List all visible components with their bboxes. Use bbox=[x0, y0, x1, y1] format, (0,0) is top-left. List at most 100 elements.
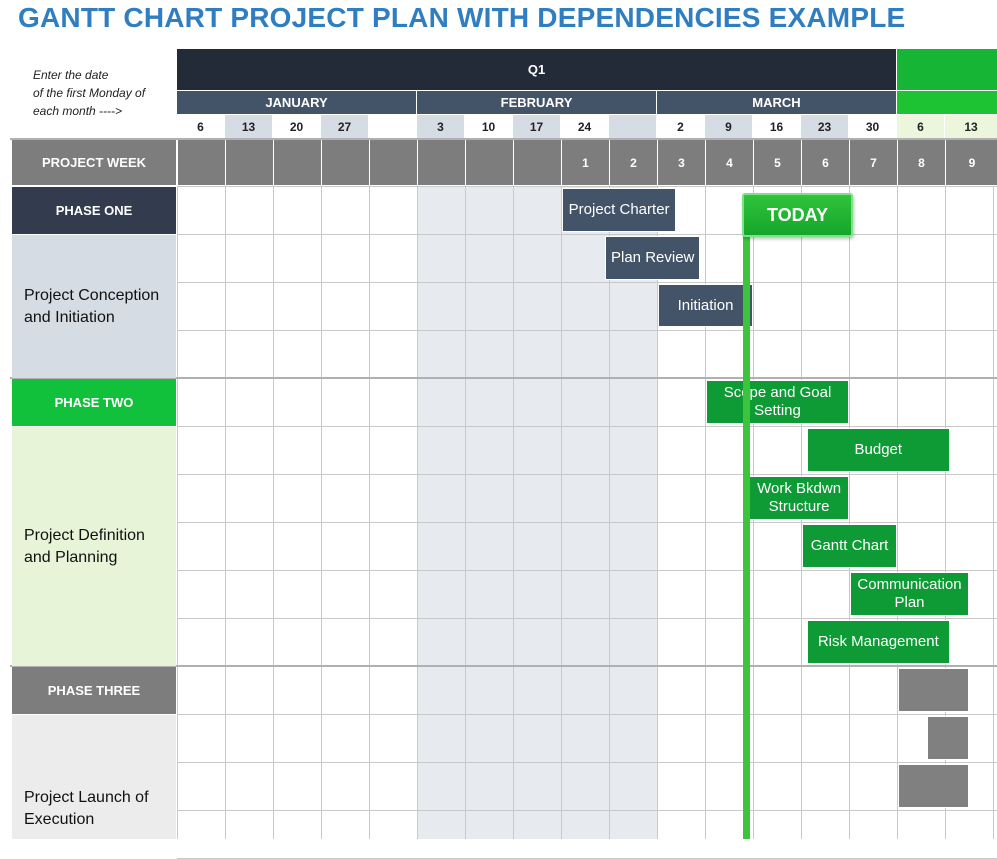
project-week-cell: 6 bbox=[802, 140, 849, 185]
month-header: FEBRUARY bbox=[417, 91, 656, 114]
grid-vline bbox=[657, 186, 658, 839]
project-week-cell: 2 bbox=[610, 140, 657, 185]
date-cell bbox=[369, 115, 416, 138]
phase-description-line: Execution bbox=[24, 811, 95, 828]
date-cell bbox=[609, 115, 656, 138]
date-cell: 27 bbox=[321, 115, 368, 138]
grid-hline bbox=[177, 330, 997, 331]
task-bar[interactable]: Project Charter bbox=[562, 188, 677, 232]
project-week-cell bbox=[322, 140, 369, 185]
phase-description-line: and Initiation bbox=[24, 308, 115, 326]
task-bar[interactable]: Work Bkdwn Structure bbox=[749, 476, 849, 520]
grid-hline bbox=[10, 377, 997, 379]
date-cell: 6 bbox=[177, 115, 224, 138]
date-cell: 6 bbox=[897, 115, 944, 138]
quarter-header bbox=[897, 49, 997, 90]
date-cell: 10 bbox=[465, 115, 512, 138]
task-bar[interactable]: Plan Review bbox=[605, 236, 701, 280]
february-shade bbox=[561, 186, 609, 839]
project-week-cell bbox=[514, 140, 561, 185]
grid-vline bbox=[897, 186, 898, 839]
date-cell: 2 bbox=[657, 115, 704, 138]
task-bar[interactable] bbox=[898, 668, 969, 712]
phase-description-line: Project Conception bbox=[24, 286, 160, 304]
grid-vline bbox=[945, 186, 946, 839]
phase-description-line: Project Definition bbox=[24, 526, 145, 544]
grid-hline bbox=[177, 522, 997, 523]
grid-vline bbox=[993, 186, 994, 839]
phase-header: PHASE ONE bbox=[12, 187, 176, 234]
grid-vline bbox=[561, 186, 562, 839]
grid-vline bbox=[417, 186, 418, 839]
grid-hline bbox=[177, 714, 997, 715]
project-week-cell: 5 bbox=[754, 140, 801, 185]
date-cell: 13 bbox=[945, 115, 997, 138]
task-bar[interactable] bbox=[898, 764, 969, 808]
project-week-cell: 8 bbox=[898, 140, 945, 185]
note-line: Enter the date bbox=[33, 68, 109, 82]
task-bar[interactable]: Communication Plan bbox=[850, 572, 969, 616]
grid-vline bbox=[273, 186, 274, 839]
february-shade bbox=[609, 186, 657, 839]
month-header bbox=[897, 91, 997, 114]
quarter-header: Q1 bbox=[177, 49, 896, 90]
date-cell: 9 bbox=[705, 115, 752, 138]
date-cell: 3 bbox=[417, 115, 464, 138]
project-week-cell: 7 bbox=[850, 140, 897, 185]
date-cell: 24 bbox=[561, 115, 608, 138]
header-divider bbox=[10, 138, 997, 140]
task-bar[interactable] bbox=[926, 716, 969, 760]
date-cell: 20 bbox=[273, 115, 320, 138]
project-week-cell bbox=[370, 140, 417, 185]
grid-vline bbox=[225, 186, 226, 839]
project-week-cell bbox=[274, 140, 321, 185]
date-instruction-note: Enter the date of the first Monday of ea… bbox=[33, 66, 173, 120]
today-line bbox=[743, 235, 750, 839]
grid-vline bbox=[849, 186, 850, 839]
grid-hline bbox=[177, 474, 997, 475]
grid-vline bbox=[465, 186, 466, 839]
phase-header: PHASE THREE bbox=[12, 667, 176, 714]
task-bar[interactable]: Scope and Goal Setting bbox=[706, 380, 849, 424]
phase-description-text: Project Definition and Planning bbox=[24, 525, 145, 569]
project-week-cell: 9 bbox=[946, 140, 997, 185]
grid-hline bbox=[177, 810, 997, 811]
project-week-cell bbox=[226, 140, 273, 185]
task-bar[interactable]: Initiation bbox=[658, 284, 753, 327]
grid-hline bbox=[177, 234, 997, 235]
today-marker: TODAY bbox=[742, 193, 853, 237]
grid-hline bbox=[177, 762, 997, 763]
grid-vline bbox=[513, 186, 514, 839]
task-bar[interactable]: Risk Management bbox=[806, 620, 950, 664]
phase-description: Project Definition and Planning bbox=[12, 427, 176, 666]
date-cell: 23 bbox=[801, 115, 848, 138]
grid-hline bbox=[177, 186, 997, 187]
february-shade bbox=[465, 186, 513, 839]
note-line: of the first Monday of bbox=[33, 86, 146, 100]
grid-hline bbox=[177, 282, 997, 283]
grid-hline bbox=[177, 570, 997, 571]
february-shade bbox=[513, 186, 561, 839]
date-cell: 17 bbox=[513, 115, 560, 138]
grid-vline bbox=[369, 186, 370, 839]
february-shade bbox=[417, 186, 465, 839]
phase-description-line: and Planning bbox=[24, 548, 118, 566]
grid-hline bbox=[10, 665, 997, 667]
project-week-cell bbox=[418, 140, 465, 185]
task-bar[interactable]: Gantt Chart bbox=[802, 524, 897, 568]
phase-header: PHASE TWO bbox=[12, 379, 176, 426]
grid-vline bbox=[609, 186, 610, 839]
grid-vline bbox=[705, 186, 706, 839]
phase-description-text: Project Conception and Initiation bbox=[24, 285, 159, 329]
date-cell: 30 bbox=[849, 115, 896, 138]
date-cell: 13 bbox=[225, 115, 272, 138]
month-header: MARCH bbox=[657, 91, 896, 114]
date-cell: 16 bbox=[753, 115, 800, 138]
project-week-cell bbox=[178, 140, 225, 185]
project-week-cell: 4 bbox=[706, 140, 753, 185]
month-header: JANUARY bbox=[177, 91, 416, 114]
page-title: GANTT CHART PROJECT PLAN WITH DEPENDENCI… bbox=[18, 2, 906, 33]
task-bar[interactable]: Budget bbox=[806, 428, 950, 472]
